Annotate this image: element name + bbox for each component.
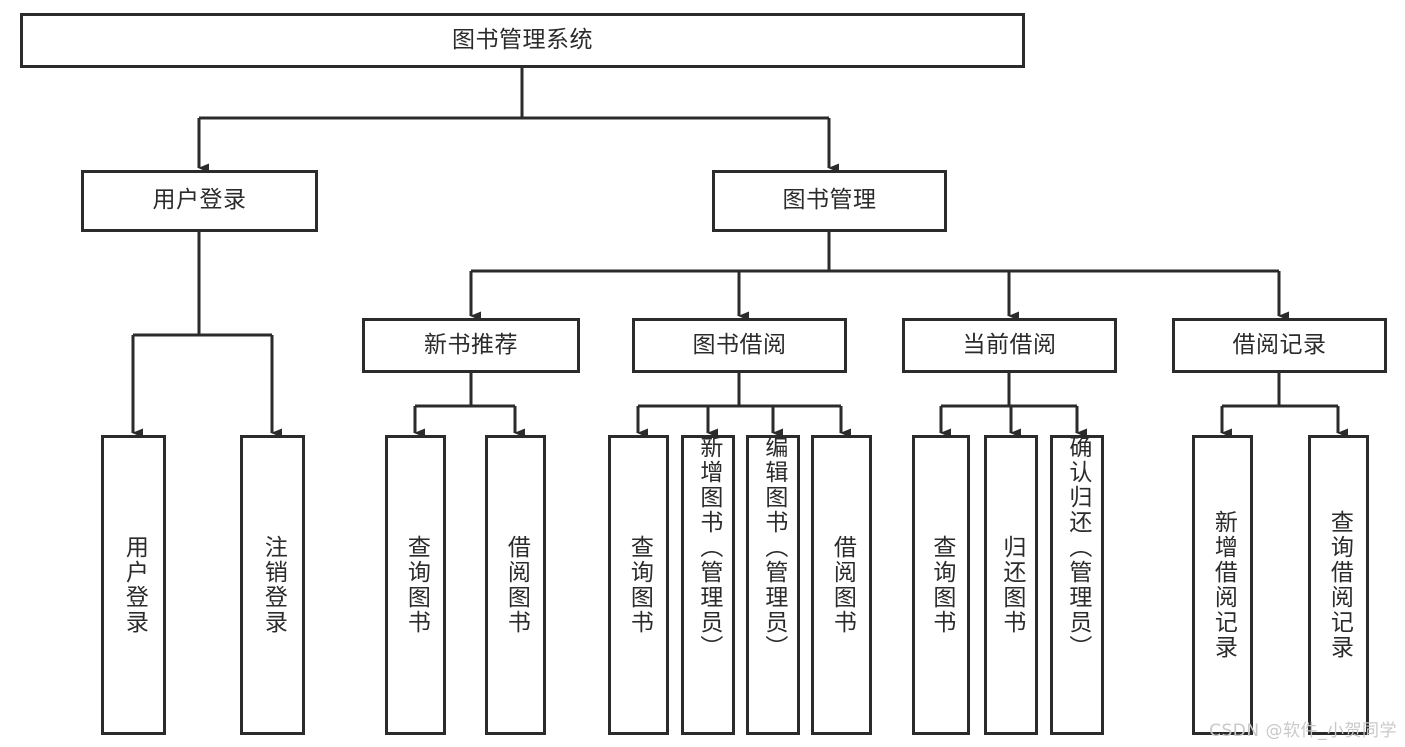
node-leaf-借阅图书[interactable]: 借阅图书: [485, 435, 546, 735]
node-root-图书管理系统[interactable]: 图书管理系统: [20, 13, 1025, 68]
node-leaf-新增借阅记录[interactable]: 新增借阅记录: [1192, 435, 1253, 735]
watermark-text: CSDN @软件_小贺同学: [1209, 721, 1397, 741]
node-leaf-查询图书[interactable]: 查询图书: [912, 435, 970, 735]
node-label: 查询图书: [928, 535, 955, 635]
node-label: 确认归还（管理员）: [1064, 435, 1091, 660]
node-leaf-借阅图书[interactable]: 借阅图书: [811, 435, 872, 735]
node-level3-新书推荐[interactable]: 新书推荐: [362, 318, 580, 373]
connector-group: [131, 68, 1348, 438]
node-leaf-新增图书管理员[interactable]: 新增图书（管理员）: [681, 435, 735, 735]
node-leaf-确认归还管理员[interactable]: 确认归还（管理员）: [1050, 435, 1104, 735]
node-label: 用户登录: [121, 535, 148, 635]
node-label: 新增图书（管理员）: [695, 435, 722, 660]
node-label: 新增借阅记录: [1210, 510, 1237, 660]
node-label: 用户登录: [152, 187, 247, 214]
node-leaf-查询借阅记录[interactable]: 查询借阅记录: [1308, 435, 1369, 735]
node-label: 借阅图书: [503, 535, 530, 635]
node-level3-借阅记录[interactable]: 借阅记录: [1172, 318, 1387, 373]
node-label: 新书推荐: [424, 331, 518, 358]
node-level2-用户登录[interactable]: 用户登录: [81, 170, 318, 232]
node-label: 注销登录: [260, 535, 287, 635]
node-label: 查询图书: [626, 535, 653, 635]
node-leaf-归还图书[interactable]: 归还图书: [984, 435, 1038, 735]
node-level2-图书管理[interactable]: 图书管理: [712, 170, 947, 232]
node-leaf-查询图书[interactable]: 查询图书: [608, 435, 669, 735]
node-leaf-编辑图书管理员[interactable]: 编辑图书（管理员）: [746, 435, 800, 735]
node-label: 当前借阅: [962, 331, 1057, 358]
node-label: 编辑图书（管理员）: [760, 435, 787, 660]
node-label: 查询图书: [403, 535, 430, 635]
node-label: 借阅图书: [829, 535, 856, 635]
node-leaf-查询图书[interactable]: 查询图书: [385, 435, 446, 735]
node-leaf-注销登录[interactable]: 注销登录: [240, 435, 305, 735]
node-leaf-用户登录[interactable]: 用户登录: [101, 435, 166, 735]
node-label: 归还图书: [998, 535, 1025, 635]
node-label: 借阅记录: [1232, 331, 1327, 358]
node-label: 图书管理系统: [452, 26, 593, 53]
node-label: 图书管理: [782, 187, 877, 214]
node-label: 查询借阅记录: [1326, 510, 1353, 660]
node-label: 图书借阅: [692, 331, 787, 358]
node-level3-当前借阅[interactable]: 当前借阅: [902, 318, 1117, 373]
node-level3-图书借阅[interactable]: 图书借阅: [632, 318, 847, 373]
